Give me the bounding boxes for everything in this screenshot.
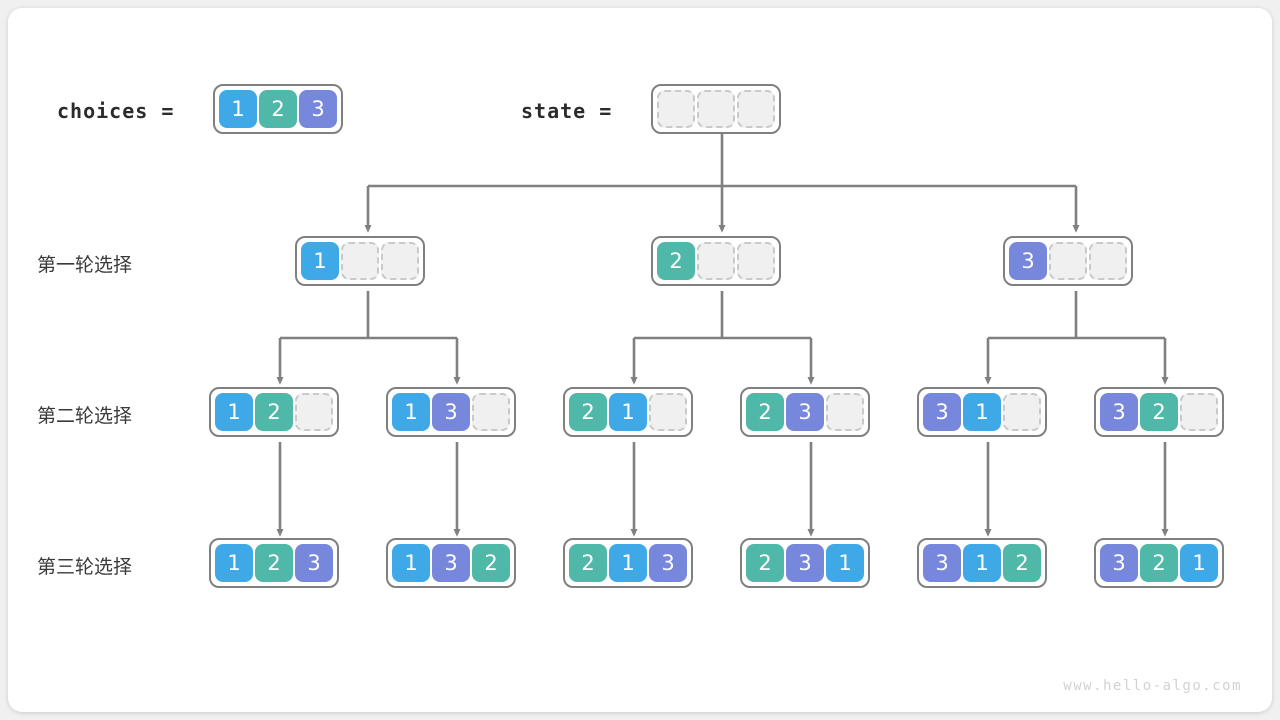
cell-empty [341, 242, 379, 280]
diagram-card [8, 8, 1272, 712]
cell-empty [697, 90, 735, 128]
cell-empty [737, 90, 775, 128]
watermark: www.hello-algo.com [1063, 678, 1242, 694]
cell-value-3: 3 [432, 544, 470, 582]
cell-value-2: 2 [255, 393, 293, 431]
cell-value-1: 1 [215, 544, 253, 582]
cell-value-1: 1 [301, 242, 339, 280]
cell-value-1: 1 [609, 393, 647, 431]
cell-value-3: 3 [432, 393, 470, 431]
cell-value-3: 3 [1100, 393, 1138, 431]
state-label: state = [521, 99, 613, 123]
cell-empty [1089, 242, 1127, 280]
cell-value-1: 1 [219, 90, 257, 128]
cell-value-2: 2 [255, 544, 293, 582]
cell-empty [697, 242, 735, 280]
cell-empty [1049, 242, 1087, 280]
cell-value-3: 3 [923, 393, 961, 431]
cell-value-3: 3 [1009, 242, 1047, 280]
cell-value-2: 2 [1140, 544, 1178, 582]
cell-value-2: 2 [259, 90, 297, 128]
cell-empty [649, 393, 687, 431]
cell-value-2: 2 [569, 544, 607, 582]
cell-empty [826, 393, 864, 431]
cell-value-2: 2 [1140, 393, 1178, 431]
cell-value-2: 2 [569, 393, 607, 431]
cell-value-1: 1 [963, 393, 1001, 431]
cell-value-1: 1 [609, 544, 647, 582]
round1-node-3: 3 [1003, 236, 1133, 286]
cell-empty [295, 393, 333, 431]
choices-label: choices = [57, 99, 175, 123]
cell-value-2: 2 [1003, 544, 1041, 582]
cell-value-3: 3 [295, 544, 333, 582]
cell-value-1: 1 [392, 393, 430, 431]
cell-value-2: 2 [657, 242, 695, 280]
cell-value-1: 1 [392, 544, 430, 582]
state-array [651, 84, 781, 134]
cell-value-1: 1 [963, 544, 1001, 582]
cell-value-1: 1 [1180, 544, 1218, 582]
cell-value-3: 3 [923, 544, 961, 582]
cell-empty [737, 242, 775, 280]
cell-value-3: 3 [649, 544, 687, 582]
cell-value-3: 3 [786, 393, 824, 431]
cell-empty [472, 393, 510, 431]
cell-value-2: 2 [472, 544, 510, 582]
cell-empty [1003, 393, 1041, 431]
cell-value-2: 2 [746, 393, 784, 431]
cell-value-3: 3 [299, 90, 337, 128]
round1-node-1: 1 [295, 236, 425, 286]
cell-value-2: 2 [746, 544, 784, 582]
round1-node-2: 2 [651, 236, 781, 286]
row-label-round1: 第一轮选择 [37, 254, 133, 276]
cell-value-3: 3 [1100, 544, 1138, 582]
row-label-round3: 第三轮选择 [37, 556, 133, 578]
cell-empty [381, 242, 419, 280]
cell-value-3: 3 [786, 544, 824, 582]
cell-empty [1180, 393, 1218, 431]
cell-value-1: 1 [215, 393, 253, 431]
cell-empty [657, 90, 695, 128]
cell-value-1: 1 [826, 544, 864, 582]
row-label-round2: 第二轮选择 [37, 405, 133, 427]
